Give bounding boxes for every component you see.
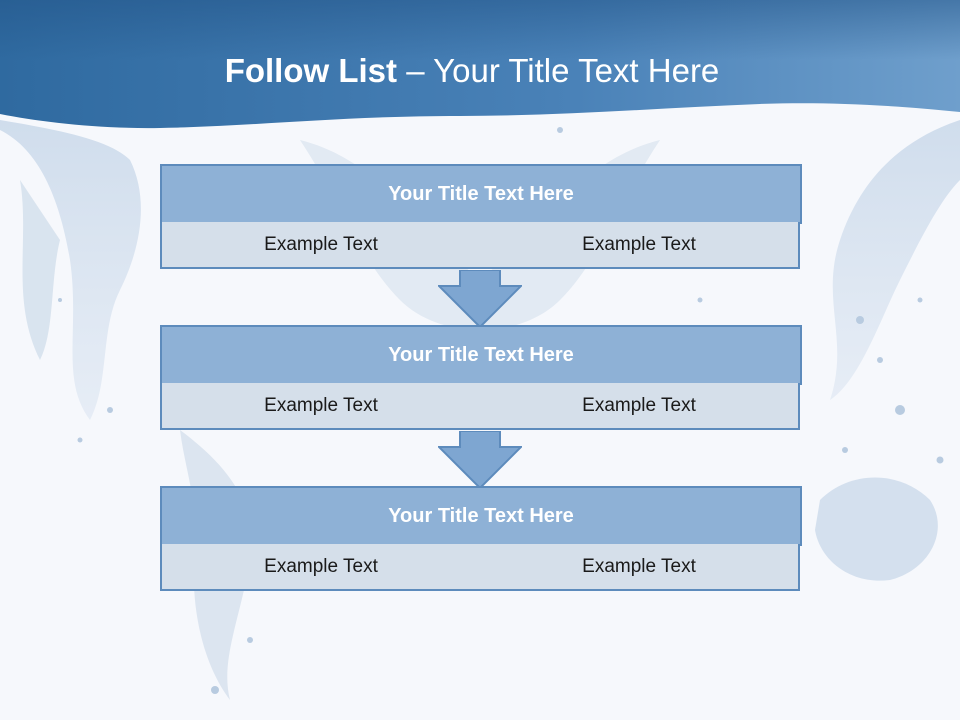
step-cell-left: Example Text	[160, 383, 482, 430]
slide-title-bold: Follow List	[224, 52, 398, 89]
step-cell-left: Example Text	[160, 222, 482, 269]
slide-title-rest: – Your Title Text Here	[397, 52, 720, 89]
down-arrow-icon	[438, 270, 522, 328]
slide-title: Follow List – Your Title Text Here	[0, 52, 944, 90]
step-title: Your Title Text Here	[160, 486, 802, 546]
step-title: Your Title Text Here	[160, 325, 802, 385]
step-cell-right: Example Text	[480, 383, 800, 430]
down-arrow-icon	[438, 431, 522, 489]
step-cell-left: Example Text	[160, 544, 482, 591]
step-cell-right: Example Text	[480, 544, 800, 591]
header-band	[0, 0, 960, 129]
step-title: Your Title Text Here	[160, 164, 802, 224]
step-cell-right: Example Text	[480, 222, 800, 269]
